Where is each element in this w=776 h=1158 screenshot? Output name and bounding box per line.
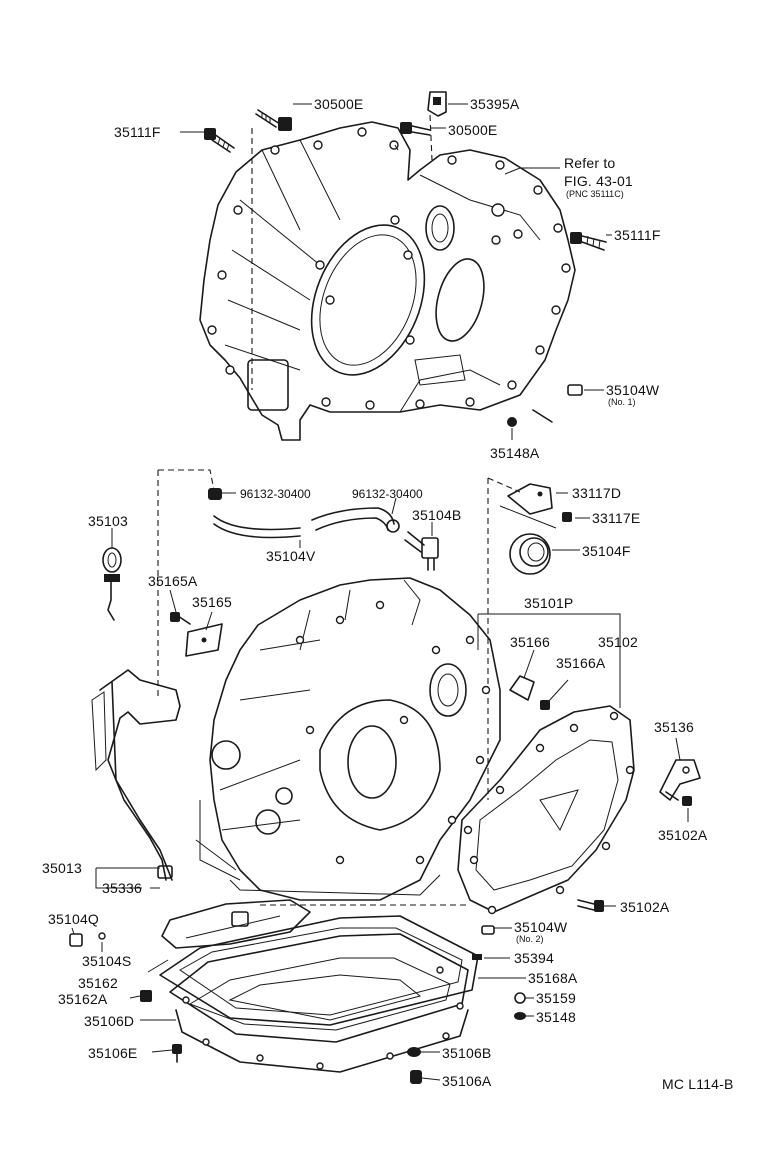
label-35111F-left: 35111F: [114, 124, 161, 140]
label-35013: 35013: [42, 860, 82, 876]
bolt-35165A-icon: [170, 612, 191, 625]
label-35166: 35166: [510, 634, 550, 650]
reference-dashed-lines: [157, 114, 521, 906]
label-35104S: 35104S: [82, 953, 131, 969]
reference-note-line2: FIG. 43-01: [564, 173, 633, 189]
transaxle-housing-drawing: [199, 121, 576, 441]
label-35106B: 35106B: [442, 1045, 491, 1061]
label-35159: 35159: [536, 990, 576, 1006]
label-35165A: 35165A: [148, 573, 198, 589]
plate-35166-icon: [509, 675, 535, 701]
plug-35106A-icon: [410, 1070, 422, 1084]
label-30500E-mid: 30500E: [448, 122, 497, 138]
label-35148: 35148: [536, 1009, 576, 1025]
hose-35104V-icon: [213, 507, 395, 539]
label-35104W-bottom: 35104W: [514, 919, 568, 935]
washer-35106B-icon: [407, 1047, 421, 1057]
bolt-35162A-icon: [140, 990, 152, 1002]
label-35103: 35103: [88, 513, 128, 529]
reference-note-line1: Refer to: [564, 155, 615, 171]
label-35106A: 35106A: [442, 1073, 492, 1089]
label-35111F-right: 35111F: [614, 227, 661, 243]
plug-35104Q-icon: [69, 932, 106, 947]
label-35168A: 35168A: [528, 970, 578, 986]
bolt-35111F-left-icon: [204, 128, 235, 153]
plug-35104W-top-icon: [567, 384, 583, 396]
label-33117D: 33117D: [572, 485, 621, 501]
bolt-35106E-icon: [172, 1044, 182, 1063]
label-35104W-top-note: (No. 1): [608, 397, 636, 407]
dipstick-35103-icon: [102, 547, 122, 621]
bolt-35111F-right-icon: [570, 232, 607, 251]
reference-note-line3: (PNC 35111C): [566, 189, 624, 199]
plug-35104W-bottom-icon: [481, 925, 495, 935]
bolt-35166A-icon: [540, 700, 550, 710]
label-35394: 35394: [514, 950, 554, 966]
label-35336: 35336: [102, 880, 142, 896]
magnet-35394-icon: [472, 954, 482, 960]
bracket-35136-icon: [659, 759, 701, 801]
label-35106E: 35106E: [88, 1045, 137, 1061]
label-35102A-right: 35102A: [658, 827, 708, 843]
label-96132-right: 96132-30400: [352, 487, 423, 501]
bolt-35102A-bottom-icon: [577, 899, 604, 912]
label-35104V: 35104V: [266, 548, 316, 564]
label-35395A: 35395A: [470, 96, 520, 112]
label-33117E: 33117E: [592, 510, 640, 526]
bolt-35102A-right-icon: [665, 791, 692, 806]
label-35102A-bottom: 35102A: [620, 899, 670, 915]
strainer-35162-drawing: [161, 899, 311, 949]
label-35165: 35165: [192, 594, 232, 610]
label-35148A: 35148A: [490, 445, 540, 461]
leader-lines: [71, 103, 689, 1081]
label-35101P: 35101P: [524, 595, 573, 611]
nut-35148A-icon: [507, 409, 553, 427]
bracket-35395A-icon: [427, 91, 447, 117]
label-35104Q: 35104Q: [48, 911, 99, 927]
oil-pan-drawing: [169, 933, 469, 1073]
hose-clip-96132-left-icon: [208, 488, 222, 500]
label-35104W-top: 35104W: [606, 382, 660, 398]
plug-35148-icon: [514, 1012, 526, 1020]
label-35162A: 35162A: [58, 991, 108, 1007]
gasket-35159-icon: [514, 992, 526, 1004]
label-96132-left: 96132-30400: [240, 487, 311, 501]
label-35136: 35136: [654, 719, 694, 735]
clamp-96132-right-icon: [386, 519, 400, 533]
label-35102: 35102: [598, 634, 638, 650]
bracket-33117D-icon: [499, 483, 557, 529]
dipstick-tube-35013-icon: [91, 669, 181, 881]
label-35104W-bottom-note: (No. 2): [516, 934, 544, 944]
bracket-35165-icon: [185, 623, 223, 657]
bolt-30500E-top-icon: [255, 109, 292, 131]
label-35104F: 35104F: [582, 543, 631, 559]
label-35166A: 35166A: [556, 655, 606, 671]
label-35106D: 35106D: [84, 1013, 134, 1029]
label-35104B: 35104B: [412, 507, 461, 523]
bolt-30500E-mid-icon: [400, 122, 431, 136]
side-cover-35102-drawing: [457, 705, 635, 915]
bolt-33117E-icon: [562, 512, 572, 522]
union-35104B-icon: [404, 531, 439, 571]
part-labels: 30500E 35395A 35111F 30500E Refer to FIG…: [42, 96, 734, 1092]
label-30500E-top: 30500E: [314, 96, 363, 112]
label-35162: 35162: [78, 975, 118, 991]
oil-pan-gasket-drawing: [159, 915, 479, 1026]
figure-code: MC L114-B: [662, 1076, 734, 1092]
oil-seal-35104F-icon: [509, 533, 551, 575]
transaxle-case-drawing: [195, 577, 501, 901]
